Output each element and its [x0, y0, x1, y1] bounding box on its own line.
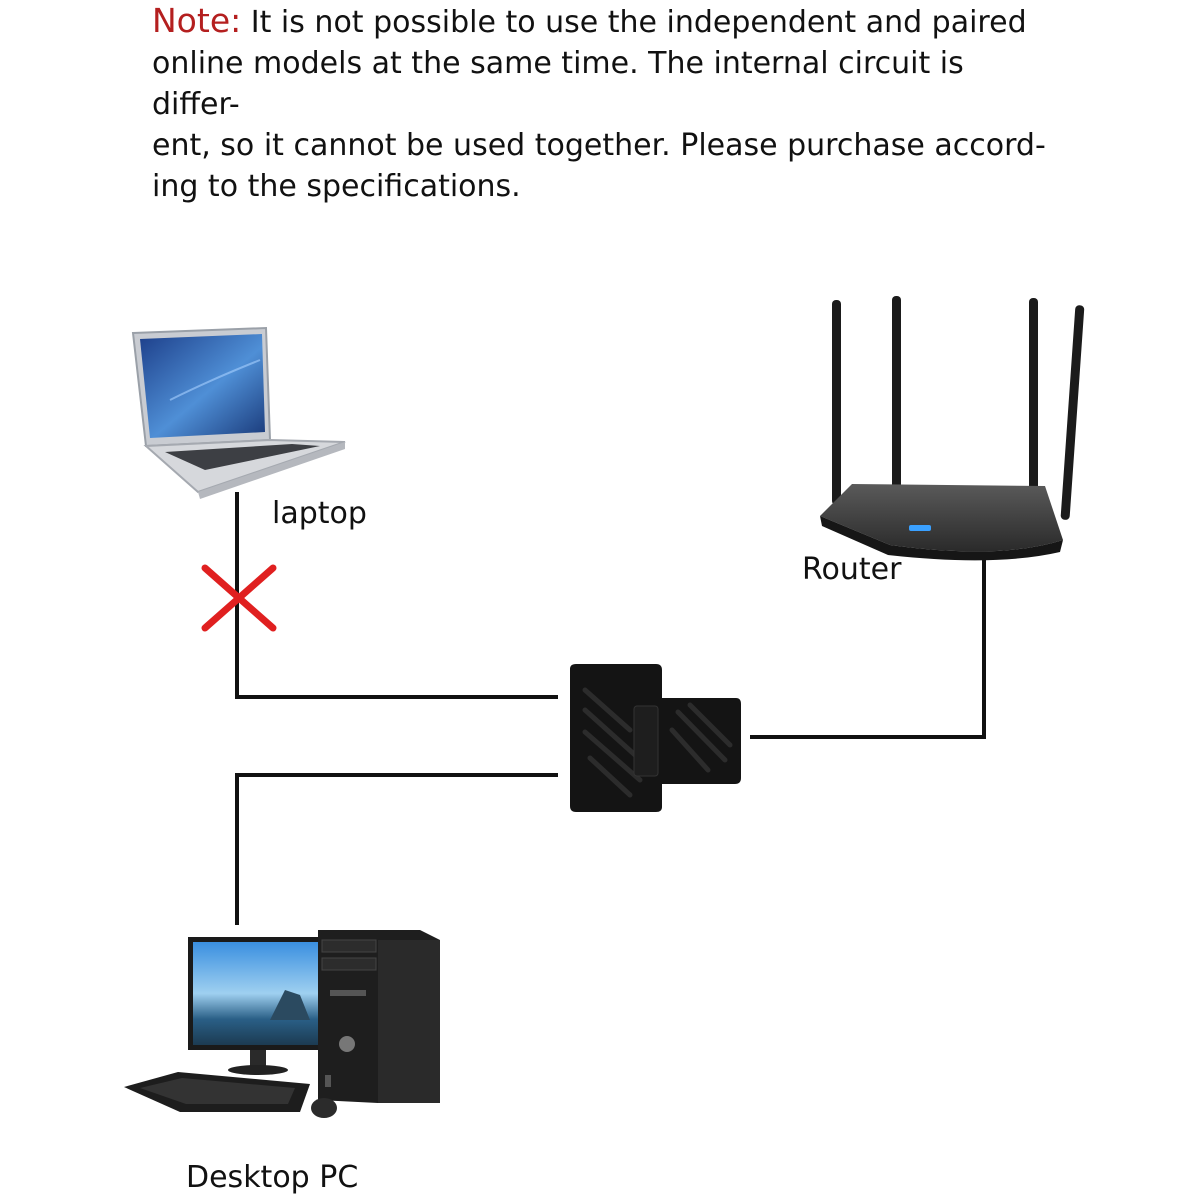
laptop-icon — [131, 326, 346, 499]
note-line-2: online models at the same time. The inte… — [152, 46, 964, 122]
note-line-4: ing to the specifications. — [152, 169, 521, 204]
router-label: Router — [802, 552, 902, 587]
laptop-cable — [235, 492, 558, 699]
red-x-icon — [201, 564, 277, 632]
desktop-pc-label: Desktop PC — [186, 1160, 359, 1195]
rj45-splitter-icon — [570, 664, 741, 812]
note-line-3: ent, so it cannot be used together. Plea… — [152, 128, 1046, 163]
desktop-pc-icon — [124, 930, 440, 1118]
desktop-cable — [235, 773, 558, 925]
laptop-label: laptop — [272, 496, 367, 531]
cables — [235, 492, 986, 925]
note-label: Note: — [152, 1, 242, 40]
note-line-1: It is not possible to use the independen… — [241, 5, 1027, 40]
router-cable — [750, 555, 986, 739]
note-text: Note: It is not possible to use the inde… — [152, 0, 1052, 207]
router-icon — [820, 296, 1085, 561]
